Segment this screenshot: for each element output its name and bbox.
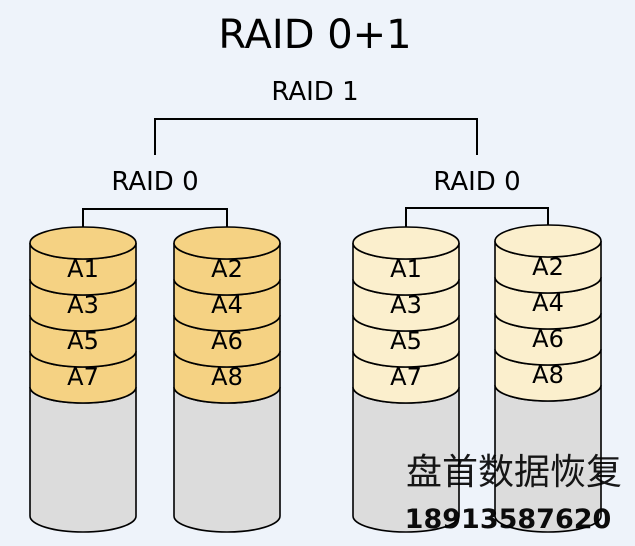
- block-label: A6: [532, 325, 564, 353]
- block-label: A4: [211, 291, 243, 319]
- block-label: A5: [67, 327, 99, 355]
- disk-top-cap: [352, 226, 460, 260]
- diagram-title: RAID 0+1: [218, 12, 411, 58]
- disk-empty-space: [173, 386, 281, 533]
- block-label: A7: [390, 363, 422, 391]
- block-label: A2: [532, 253, 564, 281]
- block-label: A3: [390, 291, 422, 319]
- watermark-phone: 18913587620: [405, 504, 612, 535]
- block-label: A2: [211, 255, 243, 283]
- raid0-connector-left: [82, 208, 228, 243]
- disk-top-cap: [173, 226, 281, 260]
- raid1-connector: [154, 118, 478, 155]
- raid0-label-right: RAID 0: [433, 167, 520, 197]
- disk-top-cap: [494, 224, 602, 258]
- block-label: A3: [67, 291, 99, 319]
- block-label: A1: [390, 255, 422, 283]
- block-label: A8: [532, 361, 564, 389]
- raid0-label-left: RAID 0: [111, 167, 198, 197]
- block-label: A8: [211, 363, 243, 391]
- watermark-text: 盘首数据恢复: [406, 452, 622, 493]
- block-label: A7: [67, 363, 99, 391]
- block-label: A1: [67, 255, 99, 283]
- block-label: A5: [390, 327, 422, 355]
- disk-top-cap: [29, 226, 137, 260]
- block-label: A6: [211, 327, 243, 355]
- disk-empty-space: [29, 386, 137, 533]
- raid1-label: RAID 1: [271, 77, 358, 107]
- block-label: A4: [532, 289, 564, 317]
